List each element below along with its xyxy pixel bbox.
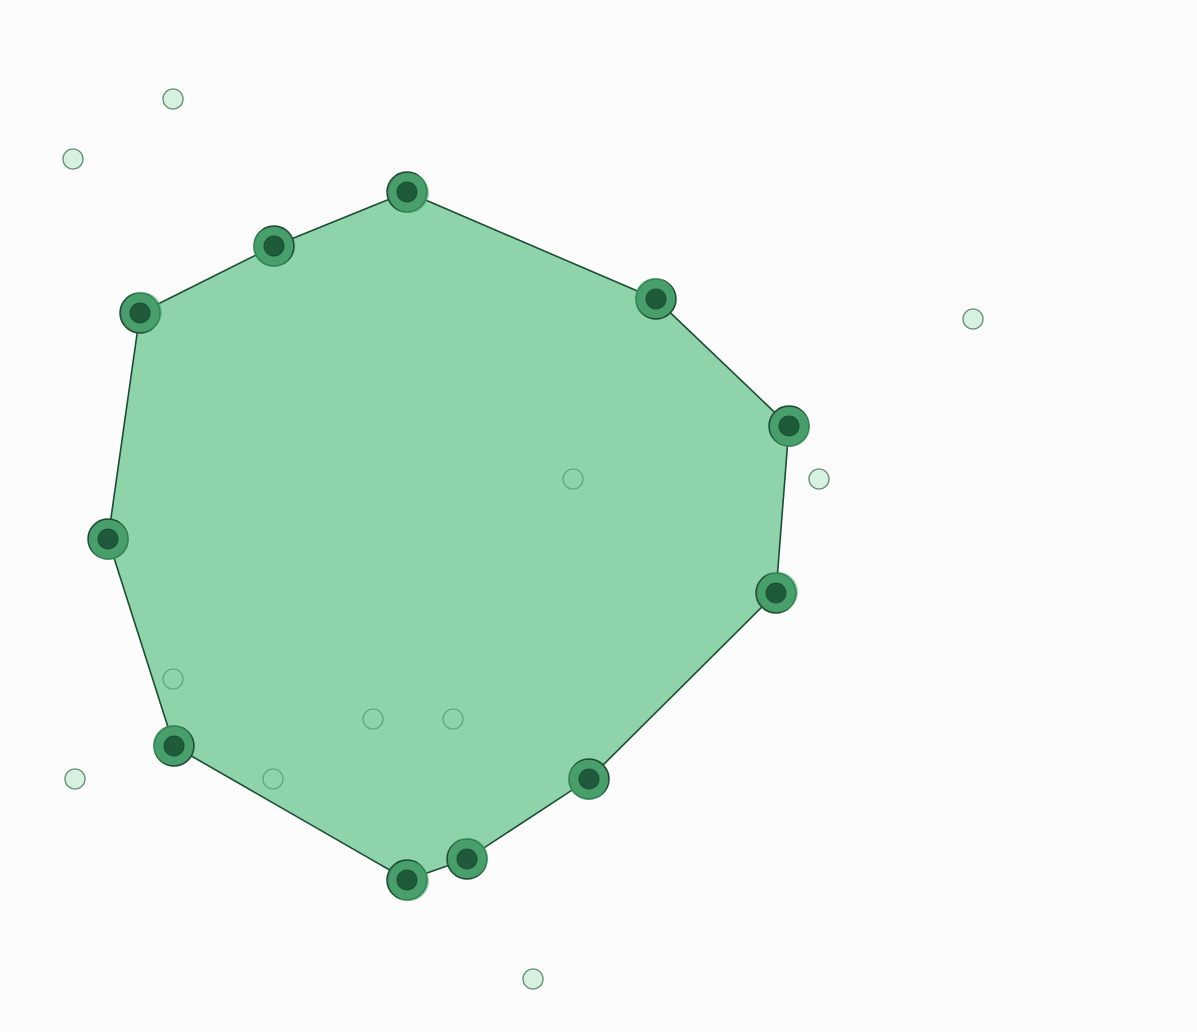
- hull-vertex: [153, 725, 195, 767]
- hull-vertex-core: [456, 848, 478, 870]
- interior-point: [562, 468, 584, 490]
- exterior-point: [808, 468, 830, 490]
- hull-vertex-core: [163, 735, 185, 757]
- hull-vertex-core: [396, 181, 418, 203]
- hull-vertex-core: [765, 582, 787, 604]
- hull-vertex: [386, 859, 429, 901]
- interior-point: [162, 668, 184, 690]
- inside-points-group: [162, 468, 584, 790]
- hull-vertex: [87, 518, 129, 560]
- hull-vertex: [253, 225, 295, 267]
- hull-vertex: [446, 838, 488, 880]
- hull-vertices-group: [87, 171, 810, 901]
- hull-vertex: [119, 292, 162, 334]
- interior-point: [362, 708, 384, 730]
- exterior-point: [62, 148, 84, 170]
- hull-vertex: [635, 278, 677, 320]
- exterior-point: [522, 968, 544, 990]
- hull-vertex-core: [778, 415, 800, 437]
- hull-vertex: [568, 758, 610, 800]
- hull-vertex-core: [578, 768, 600, 790]
- hull-vertex-core: [129, 302, 151, 324]
- hull-vertex-core: [396, 869, 418, 891]
- interior-point: [262, 768, 284, 790]
- hull-vertex-core: [263, 235, 285, 257]
- hull-vertex: [755, 572, 798, 614]
- interior-point: [442, 708, 464, 730]
- outside-points-group: [62, 88, 984, 990]
- exterior-point: [162, 88, 184, 110]
- hull-vertex-core: [645, 288, 667, 310]
- hull-vertex-core: [97, 528, 119, 550]
- convex-hull-polygon: [107, 191, 790, 881]
- exterior-point: [962, 308, 984, 330]
- hull-vertex: [386, 171, 429, 213]
- hull-vertex: [768, 405, 810, 447]
- exterior-point: [64, 768, 86, 790]
